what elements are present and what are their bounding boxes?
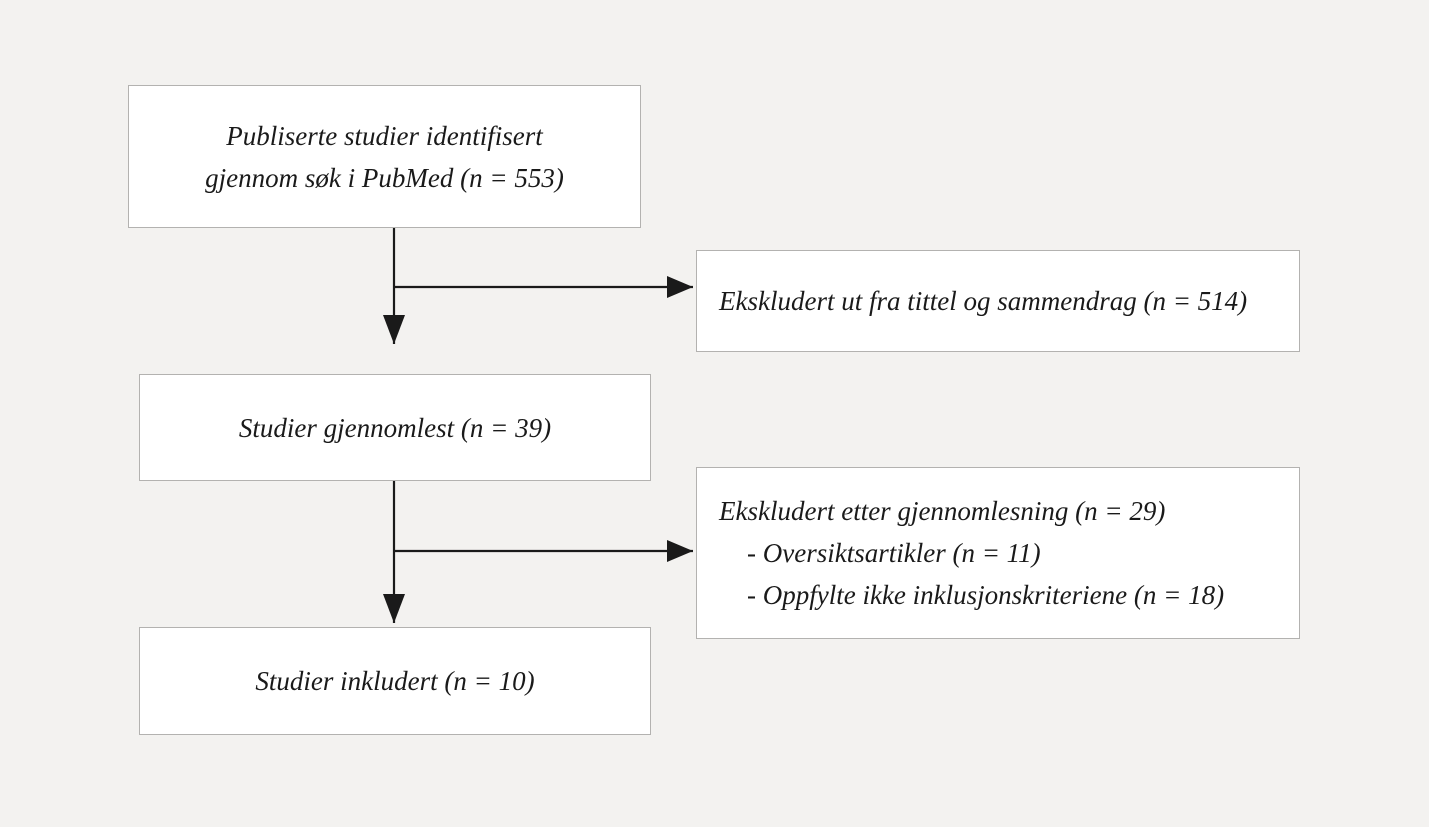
node-included-line-1: Studier inkludert (n = 10) — [255, 666, 535, 696]
node-excluded-fulltext-line-2: - Oversiktsartikler (n = 11) — [747, 538, 1041, 568]
node-excluded-title-abstract-line-1: Ekskludert ut fra tittel og sammendrag (… — [719, 286, 1248, 316]
node-identified-line-1: Publiserte studier identifisert — [226, 120, 543, 151]
node-excluded-fulltext-line-3: - Oppfylte ikke inklusjonskriteriene (n … — [747, 580, 1225, 610]
node-identified: Publiserte studier identifisert gjennom … — [128, 85, 641, 228]
node-excluded-title-abstract: Ekskludert ut fra tittel og sammendrag (… — [696, 250, 1300, 352]
node-screened-line-1: Studier gjennomlest (n = 39) — [238, 412, 552, 443]
node-identified-line-2: gjennom søk i PubMed (n = 553) — [205, 162, 564, 193]
node-excluded-fulltext: Ekskludert etter gjennomlesning (n = 29)… — [696, 467, 1300, 639]
node-screened: Studier gjennomlest (n = 39) — [139, 374, 651, 481]
node-excluded-fulltext-line-1: Ekskludert etter gjennomlesning (n = 29) — [719, 496, 1166, 526]
node-included: Studier inkludert (n = 10) — [139, 627, 651, 735]
